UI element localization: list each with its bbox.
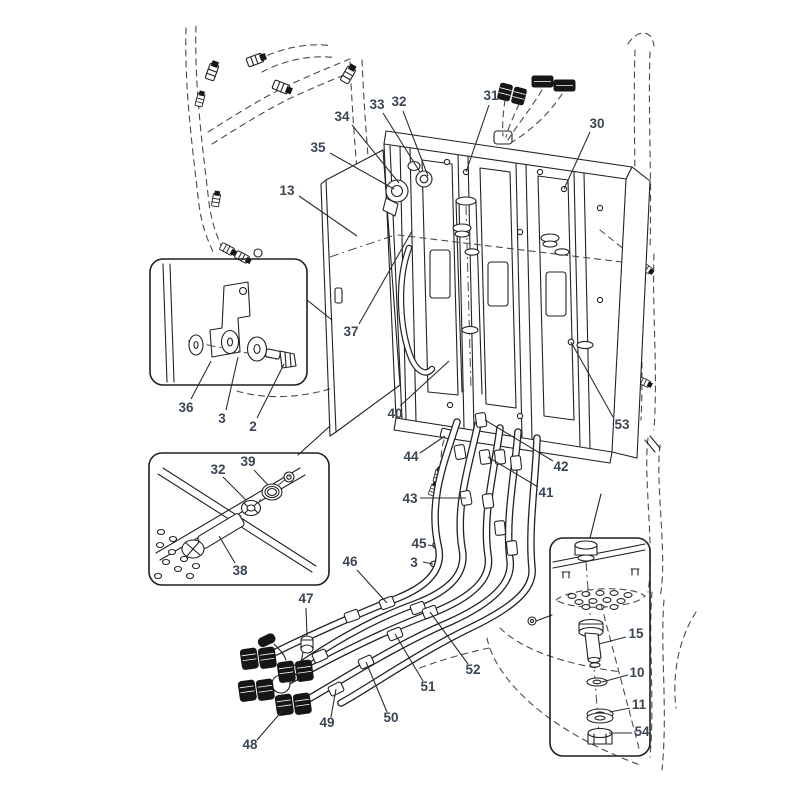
callout-39: 39	[240, 454, 255, 469]
callout-3: 3	[218, 411, 226, 426]
callout-leader-34	[351, 124, 400, 184]
callout-53: 53	[614, 417, 630, 432]
callout-31: 31	[483, 88, 499, 103]
callout-leader-45	[427, 544, 435, 547]
callout-30: 30	[589, 116, 604, 131]
callout-leader-36	[190, 360, 212, 400]
door-panel	[320, 149, 401, 437]
callout-3: 3	[410, 555, 418, 570]
callout-leader-11	[609, 707, 631, 713]
callout-leader-32	[222, 476, 247, 501]
thumb-grip	[257, 633, 276, 648]
callout-51: 51	[420, 679, 436, 694]
callout-leader-47	[305, 607, 308, 637]
callout-40: 40	[387, 406, 402, 421]
callout-leader-49	[330, 688, 337, 718]
callout-50: 50	[383, 710, 398, 725]
door-handle	[334, 287, 343, 304]
wire-plug-icon	[339, 62, 358, 85]
callout-52: 52	[465, 662, 480, 677]
harness-connector-icon	[496, 82, 514, 102]
callout-2: 2	[249, 419, 257, 434]
callout-36: 36	[178, 400, 194, 415]
callout-33: 33	[369, 97, 385, 112]
callout-leader-30	[563, 131, 591, 190]
callout-leader-52	[429, 611, 469, 665]
callout-13: 13	[279, 183, 295, 198]
callout-leader-42	[484, 419, 554, 462]
hose-bundle	[272, 411, 541, 707]
wire-plug-icon	[204, 59, 221, 82]
callout-15: 15	[628, 626, 644, 641]
callout-44: 44	[403, 449, 419, 464]
callout-leader-33	[382, 112, 421, 173]
callout-47: 47	[298, 591, 313, 606]
cap-47	[257, 633, 314, 694]
callout-leader-53	[570, 341, 614, 418]
callout-leader-40	[399, 360, 450, 407]
callout-leader-15	[598, 636, 627, 645]
callout-leader-44	[419, 435, 446, 454]
callout-42: 42	[553, 459, 568, 474]
screw-shank	[197, 513, 245, 549]
callout-35: 35	[310, 140, 326, 155]
callout-45: 45	[411, 536, 427, 551]
wire-lug-icon	[233, 249, 253, 266]
callout-49: 49	[319, 715, 334, 730]
callout-leader-13	[298, 195, 358, 237]
inset-detail-2	[148, 425, 331, 586]
callout-leader-51	[394, 633, 424, 682]
control-box	[382, 75, 651, 464]
callout-34: 34	[334, 109, 350, 124]
harness-connector-icon	[510, 86, 528, 106]
callout-leader-46	[356, 569, 388, 604]
callout-32: 32	[210, 462, 225, 477]
callout-43: 43	[402, 491, 418, 506]
callout-leader-31	[465, 104, 490, 173]
callout-leader-39	[253, 469, 269, 486]
wire-plug-icon	[245, 51, 268, 68]
callout-48: 48	[242, 737, 258, 752]
callout-leader-3	[422, 561, 434, 565]
wire-lug-icon	[218, 241, 238, 258]
callout-leader-50	[365, 661, 388, 713]
wiring-harness-dashes	[185, 25, 391, 398]
callout-leader-41	[487, 456, 539, 488]
callout-leader-2	[256, 363, 285, 419]
ring-terminal-icon	[253, 248, 263, 258]
callout-leader-10	[601, 674, 629, 683]
mounting-bracket	[209, 281, 251, 358]
wire-plug-icon	[271, 79, 294, 96]
callout-11: 11	[632, 697, 647, 712]
callout-leader-3	[225, 356, 239, 411]
connector-block	[237, 676, 276, 704]
callout-32: 32	[391, 94, 406, 109]
floor-perforations	[153, 528, 201, 580]
bolt-head	[279, 350, 297, 369]
callout-leader-48	[256, 709, 284, 741]
callout-54: 54	[634, 724, 650, 739]
plate-perforations	[567, 590, 633, 610]
callout-10: 10	[629, 665, 644, 680]
inset-detail-1	[149, 258, 333, 386]
wire-plug-icon	[194, 90, 207, 108]
callout-46: 46	[342, 554, 358, 569]
callout-leader-35	[329, 152, 395, 190]
callout-leader-38	[218, 535, 236, 564]
callout-37: 37	[343, 324, 358, 339]
callout-38: 38	[232, 563, 248, 578]
callout-leader-37	[358, 230, 413, 325]
callout-41: 41	[538, 485, 554, 500]
context-dashes-bottom	[419, 627, 641, 766]
callout-leader-32	[402, 110, 429, 177]
inset-detail-3	[527, 493, 651, 757]
wire-clip-icon	[210, 190, 222, 208]
bolt-shank	[584, 632, 602, 660]
connector-block	[239, 644, 278, 672]
